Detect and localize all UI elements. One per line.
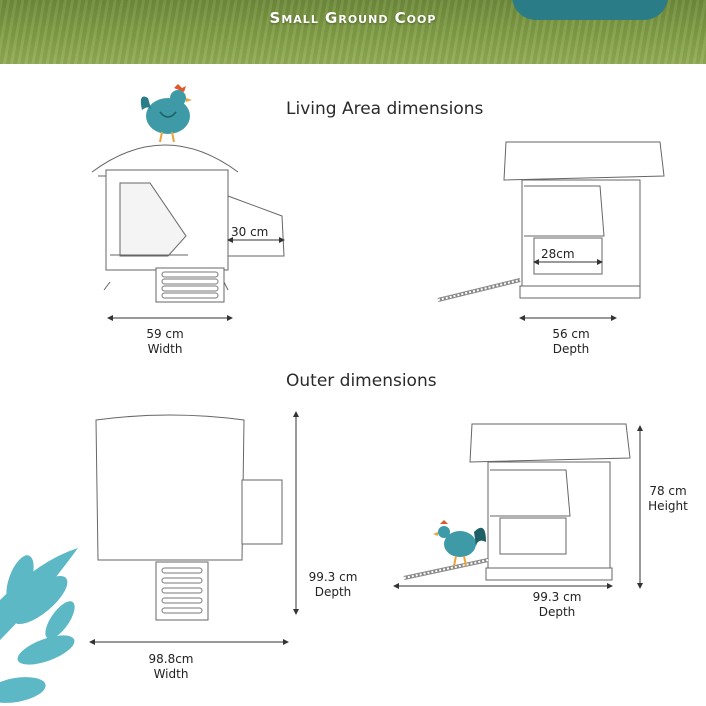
living-area-title: Living Area dimensions [286,99,484,119]
outer-dimensions-title: Outer dimensions [286,371,437,391]
door-dimension: 28cm [541,247,575,261]
living-side-view [91,144,285,303]
outer-height-value: 78 cm [649,484,687,498]
outer-height-label: 78 cm Height [640,484,696,514]
outer-front-view [403,423,631,581]
outer-width-value: 98.8cm [148,652,194,666]
living-depth-label: 56 cm Depth [526,327,616,357]
banner-title: Small Ground Coop [269,9,437,27]
nest-box-dimension: 30 cm [231,225,269,239]
outer-height-caption: Height [648,499,688,513]
outer-side-depth-value: 99.3 cm [308,570,358,584]
living-depth-value: 56 cm [552,327,590,341]
living-front-view [437,141,665,302]
header-banner: Small Ground Coop [0,0,706,64]
living-width-label: 59 cm Width [120,327,210,357]
teal-menu-tab[interactable] [512,0,668,20]
outer-width-label: 98.8cm Width [126,652,216,682]
living-width-caption: Width [147,342,183,356]
outer-front-depth-label: 99.3 cm Depth [512,590,602,620]
outer-width-caption: Width [153,667,189,681]
living-width-value: 59 cm [146,327,184,341]
rooster-small-icon [433,520,486,567]
outer-side-depth-label: 99.3 cm Depth [302,570,364,600]
living-depth-caption: Depth [552,342,590,356]
outer-front-depth-caption: Depth [538,605,576,619]
outer-top-view [95,414,283,621]
outer-side-depth-caption: Depth [314,585,352,599]
outer-front-depth-value: 99.3 cm [532,590,582,604]
rooster-icon [140,84,192,143]
leaf-decoration-icon [0,548,78,703]
